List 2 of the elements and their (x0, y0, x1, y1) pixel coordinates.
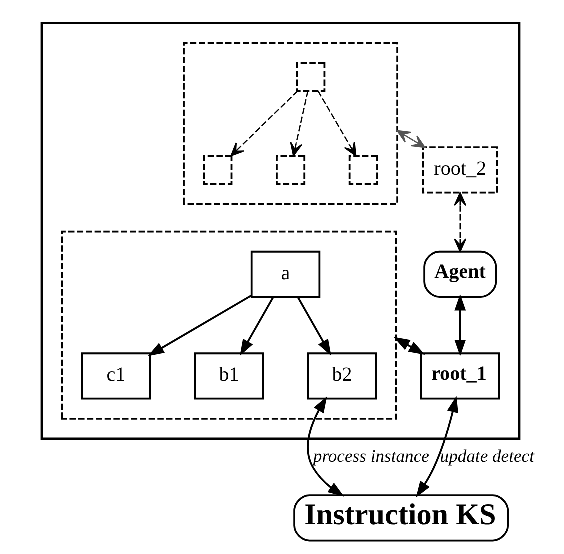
edge-label: process instance (313, 446, 430, 466)
edge-label: update detect (440, 446, 534, 466)
